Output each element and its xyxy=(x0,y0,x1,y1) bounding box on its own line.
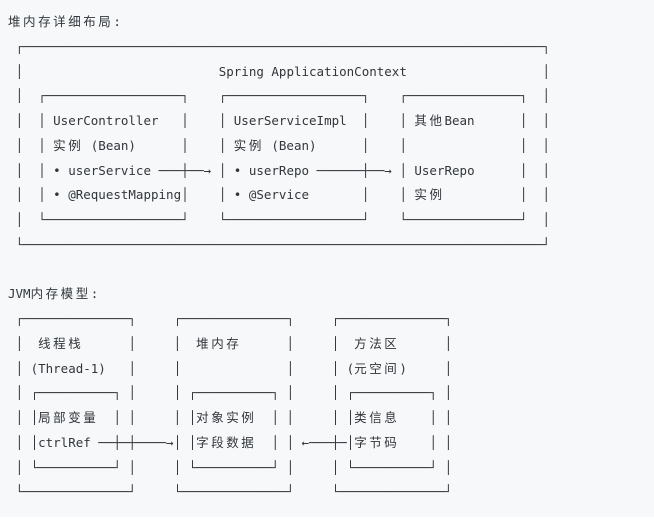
diagram-line: │ │ctrlRef ──┼─┼────→│ │字段数据 │ │ ←───┼─│… xyxy=(8,434,453,450)
diagram-line: │ └──────────┘ │ │ └──────────┘ │ │ └───… xyxy=(8,459,453,475)
diagram-line: │ ┌──────────┐ │ │ ┌──────────┐ │ │ ┌───… xyxy=(8,385,453,401)
diagram-line: │ 线程栈 │ │ 堆内存 │ │ 方法区 │ xyxy=(8,335,452,351)
diagram-line: │ Spring ApplicationContext │ xyxy=(8,63,550,79)
diagram-line: │ │ 实例 (Bean) │ │ 实例 (Bean) │ │ │ │ xyxy=(8,137,550,153)
diagram-line: └──────────────┘ └──────────────┘ └─────… xyxy=(8,484,453,500)
diagram-line: │ ┌──────────────────┐ ┌────────────────… xyxy=(8,88,550,104)
diagram-line: │ └──────────────────┘ └────────────────… xyxy=(8,212,550,227)
diagram-line: ┌──────────────┐ ┌──────────────┐ ┌─────… xyxy=(8,311,453,326)
diagram-line: ┌───────────────────────────────────────… xyxy=(8,38,550,54)
diagram-line: │ │ UserController │ │ UserServiceImpl │… xyxy=(8,113,550,128)
diagram-line: │ │ • @RequestMapping│ │ • @Service │ │ … xyxy=(8,187,550,203)
diagram-line: │ (Thread-1) │ │ │ │ (元空间) │ xyxy=(8,360,453,376)
section-title: 堆内存详细布局: xyxy=(8,14,121,29)
diagram-line: │ │ • userService ───┼──→ │ • userRepo ─… xyxy=(8,162,550,178)
blank-line xyxy=(8,258,646,283)
diagram-line: └───────────────────────────────────────… xyxy=(8,236,550,252)
diagram-line: │ │局部变量 │ │ │ │对象实例 │ │ │ │类信息 │ │ xyxy=(8,410,452,425)
ascii-diagram: 堆内存详细布局: ┌──────────────────────────────… xyxy=(8,10,646,505)
section-title: JVM内存模型: xyxy=(8,286,99,302)
